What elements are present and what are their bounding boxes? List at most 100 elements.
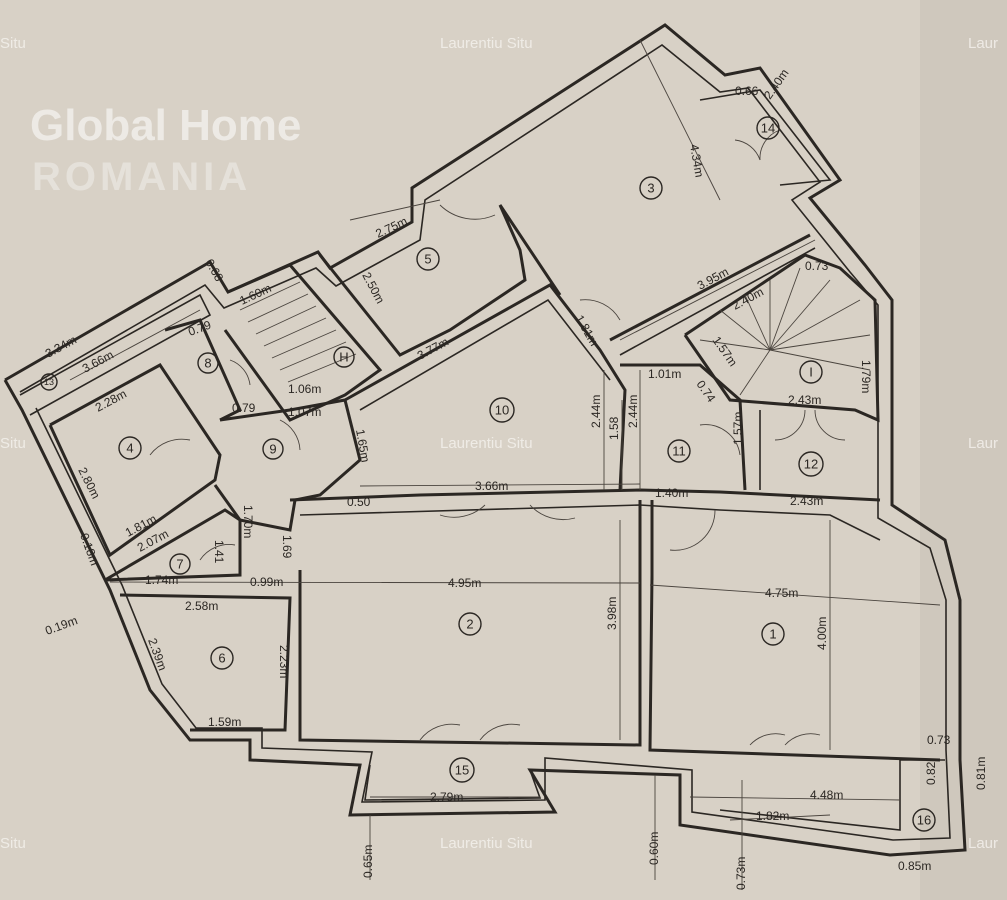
dim-label: 2.43m: [788, 393, 821, 407]
dim-label: 0.65m: [361, 845, 375, 878]
room-number: 15: [455, 763, 469, 778]
wall-balcony-14: [699, 89, 832, 186]
dim-label: 0.73: [805, 259, 829, 273]
stair-i-treads: [699, 267, 871, 396]
room-number: 9: [269, 442, 276, 457]
wall-room-3-lower: [609, 233, 811, 342]
watermark-text: Laur: [968, 435, 998, 452]
room-marker-i: I: [799, 360, 823, 384]
room-number: 16: [917, 813, 931, 828]
watermark-text: Laurentiu Situ: [440, 35, 533, 52]
room-marker-4: 4: [118, 436, 142, 460]
dim-label: 4.48m: [810, 788, 843, 802]
wall-room-3-lower-2: [619, 247, 816, 356]
room-marker-5: 5: [416, 247, 440, 271]
room-marker-h: H: [333, 346, 355, 368]
outer-wall-inner: [19, 44, 951, 841]
watermark-text: Situ: [0, 35, 26, 52]
dim-label: 0.79: [232, 401, 256, 415]
dim-label: 4.75m: [765, 586, 798, 600]
room-number: 13: [44, 377, 54, 387]
dim-label: 1.70m: [241, 505, 255, 538]
dim-label: 2.43m: [790, 494, 823, 508]
walls: [3, 23, 967, 857]
watermark-text: Laur: [968, 835, 998, 852]
watermark-text: Situ: [0, 835, 26, 852]
wall-room-5: [318, 204, 562, 357]
room-marker-6: 6: [210, 646, 234, 670]
room-marker-15: 15: [449, 757, 475, 783]
room-number: 12: [804, 457, 818, 472]
dim-label: 0.60m: [647, 832, 661, 865]
watermarks: Situ Laurentiu Situ Laur Situ Laurentiu …: [0, 35, 998, 852]
room-marker-8: 8: [197, 352, 219, 374]
door-swings: [149, 129, 846, 746]
room-marker-12: 12: [798, 451, 824, 477]
dim-label: 1.58: [607, 416, 621, 440]
room-number: I: [809, 365, 813, 380]
wall-room-10-inner: [359, 298, 611, 411]
wall-stair-h: [223, 263, 383, 422]
room-marker-1: 1: [761, 622, 785, 646]
room-markers: 1 2 3 4 5 6 7 8 9 10 11 12 13 14 15 16 H…: [40, 116, 936, 832]
stairs: [239, 267, 871, 396]
room-number: H: [339, 350, 348, 365]
wall-stair-i: [683, 253, 880, 423]
wall-room-6: [119, 593, 292, 732]
room-number: 5: [424, 252, 431, 267]
room-number: 4: [126, 441, 133, 456]
dim-label: 1.65m: [353, 428, 373, 463]
wall-balcony-16: [719, 759, 945, 831]
dim-label: 4.95m: [448, 576, 481, 590]
room-number: 3: [647, 181, 654, 196]
dim-label: 0.85m: [898, 859, 931, 873]
dim-label: 1.57m: [731, 412, 745, 445]
dim-label: 1.06m: [288, 382, 321, 396]
room-number: 11: [672, 444, 686, 459]
dim-label: 1.41: [212, 540, 226, 564]
dim-label: 4.34m: [687, 143, 707, 178]
watermark-text: Situ: [0, 435, 26, 452]
room-number: 6: [218, 651, 225, 666]
room-marker-13: 13: [40, 373, 58, 391]
wall-room-11: [620, 363, 747, 491]
room-marker-9: 9: [262, 438, 284, 460]
dim-label: 0.73: [927, 733, 951, 747]
logo-watermark: ROMANIA: [32, 155, 251, 199]
dim-label: 3.66m: [475, 479, 508, 493]
stair-h-treads: [239, 281, 357, 383]
wall-room-9: [213, 398, 362, 532]
dim-label: 0.73m: [734, 857, 748, 890]
wall-room-7: [104, 508, 242, 582]
outer-wall: [3, 23, 967, 857]
dim-label: 2.23m: [277, 645, 291, 678]
wall-room-1: [648, 574, 941, 762]
room-marker-14: 14: [756, 116, 780, 140]
dim-label: 0.66: [735, 84, 759, 98]
dim-label: 1.69: [280, 535, 294, 559]
room-number: 1: [769, 627, 776, 642]
dim-label: 2.44m: [626, 395, 640, 428]
dim-label: 3.98m: [605, 597, 619, 630]
room-number: 7: [176, 557, 183, 572]
wall-room-2: [298, 570, 642, 747]
paper-edge-shadow: [920, 0, 1007, 900]
dim-label: 1.40m: [655, 486, 688, 500]
dim-label: 1.59m: [208, 715, 241, 729]
dim-label: 2.58m: [185, 599, 218, 613]
room-marker-3: 3: [639, 176, 663, 200]
dim-label: 2.79m: [430, 790, 463, 804]
dim-label: 1.82m: [756, 809, 789, 823]
room-marker-16: 16: [912, 808, 936, 832]
wall-room-4: [48, 363, 222, 558]
wall-balcony-15: [364, 764, 542, 801]
wall-balcony-13: [19, 293, 212, 416]
dim-label: 0.99m: [250, 575, 283, 589]
room-marker-10: 10: [489, 397, 515, 423]
dim-label: 1.01m: [648, 367, 681, 381]
dim-label: 4.00m: [815, 617, 829, 650]
dim-label: 2.44m: [589, 395, 603, 428]
room-number: 8: [204, 356, 211, 371]
room-number: 10: [495, 403, 509, 418]
